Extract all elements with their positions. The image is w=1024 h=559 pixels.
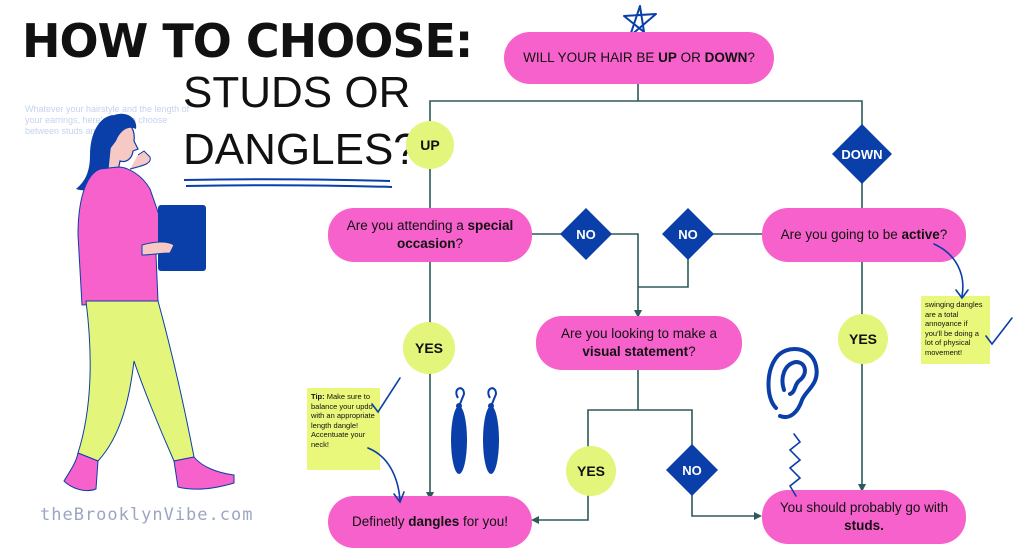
label-up: UP	[406, 121, 454, 169]
node-result-dangles: Definetly dangles for you!	[328, 496, 532, 548]
label-down: DOWN	[841, 146, 883, 162]
woman-illustration-icon	[63, 113, 235, 492]
title-underline	[183, 178, 393, 188]
curved-arrow-icon-2	[933, 243, 964, 297]
diamond-no-bottom	[666, 444, 718, 496]
squiggle-icon	[788, 433, 802, 497]
star-doodle-icon	[623, 5, 657, 37]
brand-watermark: theBrooklynVibe.com	[40, 505, 254, 525]
title-line-1: HOW TO CHOOSE:	[22, 14, 473, 68]
diamond-down	[832, 124, 892, 184]
line-visual-yes	[533, 369, 639, 521]
checkmark-icon	[371, 377, 401, 414]
curved-arrow-icon	[367, 447, 401, 501]
diamond-no-right	[662, 208, 714, 260]
diamond-no-left	[560, 208, 612, 260]
node-result-studs: You should probably go with studs.	[762, 490, 966, 544]
intro-text: Whatever your hairstyle and the length o…	[25, 104, 190, 136]
dangle-earrings-icon	[451, 387, 499, 474]
active-note: swinging dangles are a total annoyance i…	[921, 296, 990, 364]
checkmark-icon-2	[985, 317, 1013, 346]
label-no-right: NO	[678, 226, 698, 242]
node-hair-up-or-down: WILL YOUR HAIR BE UP OR DOWN?	[504, 32, 774, 84]
tip-note: Tip: Make sure to balance your updo with…	[307, 388, 380, 470]
title-line-2: STUDS OR	[183, 68, 411, 117]
title-line-3: DANGLES?	[183, 125, 418, 174]
node-going-active: Are you going to be active?	[762, 208, 966, 262]
line-active-no	[638, 233, 762, 288]
node-special-occasion: Are you attending a special occasion?	[328, 208, 532, 262]
label-yes-right: YES	[838, 314, 888, 364]
label-yes-bottom: YES	[566, 446, 616, 496]
line-split-left	[429, 100, 638, 208]
label-no-bottom: NO	[682, 462, 702, 478]
label-no-left: NO	[576, 226, 596, 242]
label-yes-left: YES	[403, 322, 455, 374]
ear-icon	[766, 347, 819, 419]
node-visual-statement: Are you looking to make a visual stateme…	[536, 316, 742, 370]
